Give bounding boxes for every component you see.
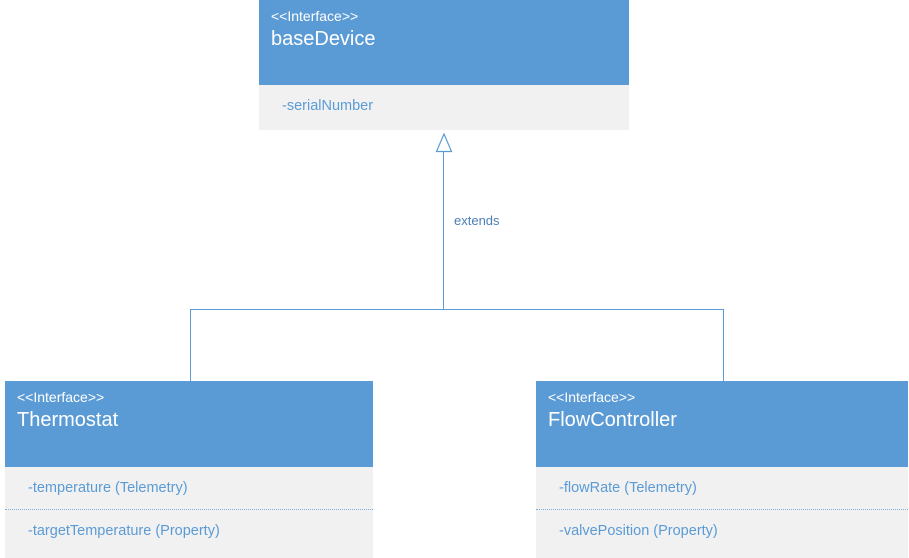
connector-thermostat-vertical	[190, 309, 191, 381]
extends-label: extends	[454, 213, 500, 228]
class-attribute[interactable]: -serialNumber	[282, 98, 374, 114]
class-box-flow-controller[interactable]: <<Interface>> FlowController -flowRate (…	[536, 381, 908, 558]
class-name: baseDevice	[271, 28, 376, 50]
class-stereotype: <<Interface>>	[548, 389, 636, 405]
class-header-flow-controller: <<Interface>> FlowController	[536, 381, 908, 467]
class-body-base-device: -serialNumber	[259, 85, 629, 130]
connector-horizontal-bus	[190, 309, 724, 310]
class-attribute[interactable]: -valvePosition (Property)	[536, 509, 908, 552]
class-body-thermostat: -temperature (Telemetry) -targetTemperat…	[5, 467, 373, 558]
connector-flowcontroller-vertical	[723, 309, 724, 381]
class-attribute[interactable]: -targetTemperature (Property)	[5, 509, 373, 552]
class-box-thermostat[interactable]: <<Interface>> Thermostat -temperature (T…	[5, 381, 373, 558]
class-stereotype: <<Interface>>	[271, 8, 359, 24]
class-header-base-device: <<Interface>> baseDevice	[259, 0, 629, 85]
class-body-flow-controller: -flowRate (Telemetry) -valvePosition (Pr…	[536, 467, 908, 558]
class-name: FlowController	[548, 409, 677, 431]
class-box-base-device[interactable]: <<Interface>> baseDevice -serialNumber	[259, 0, 629, 130]
connector-base-vertical	[443, 151, 444, 310]
class-header-thermostat: <<Interface>> Thermostat	[5, 381, 373, 467]
class-attribute[interactable]: -flowRate (Telemetry)	[559, 480, 697, 496]
class-name: Thermostat	[17, 409, 119, 431]
class-attribute[interactable]: -temperature (Telemetry)	[28, 480, 188, 496]
generalization-arrowhead-icon	[435, 133, 453, 153]
class-stereotype: <<Interface>>	[17, 389, 105, 405]
